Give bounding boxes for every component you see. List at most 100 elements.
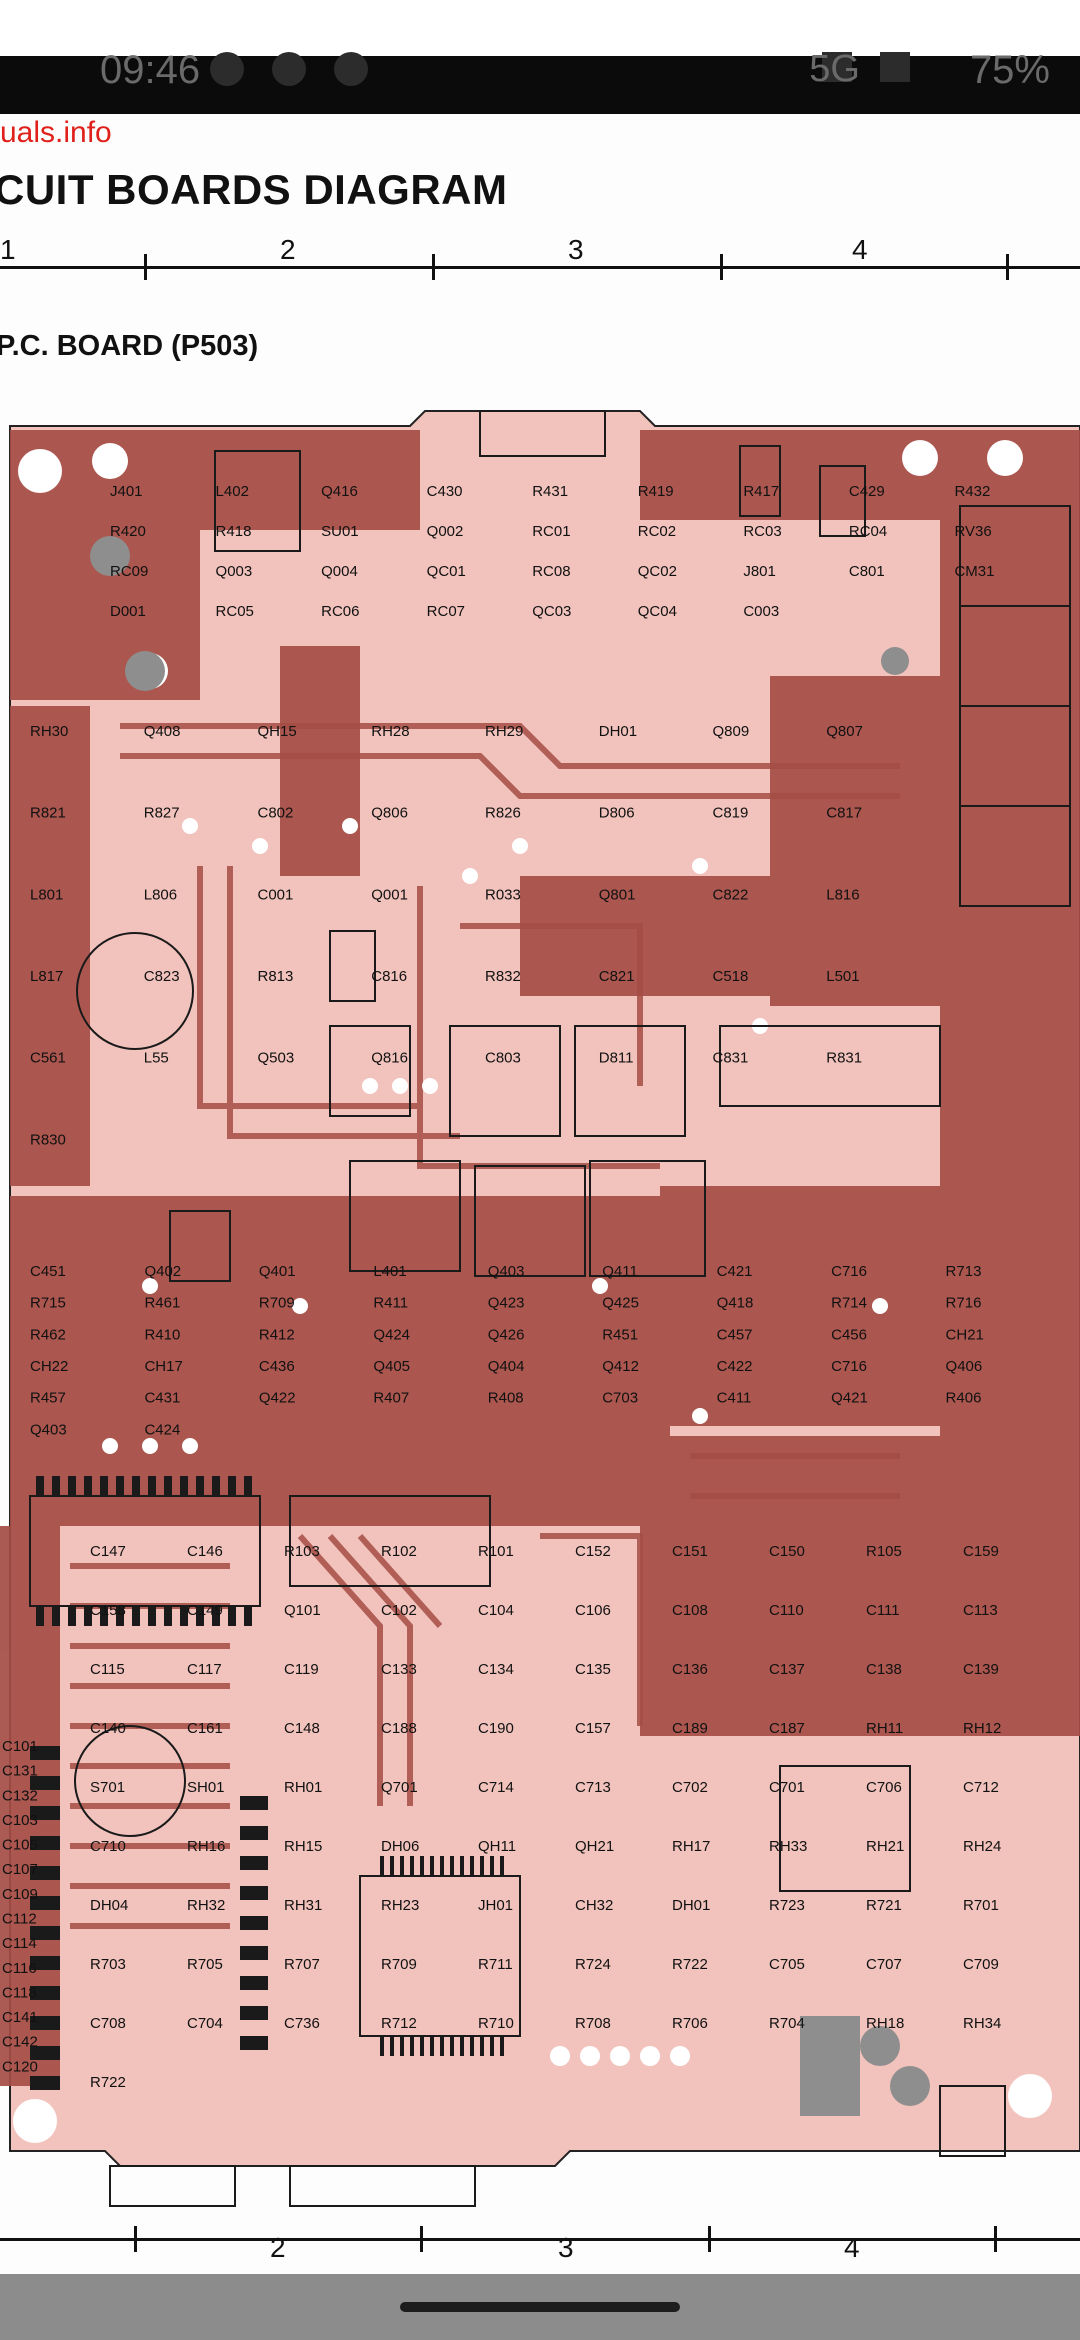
component-label: C188: [381, 1720, 417, 1737]
status-time: 09:46: [100, 48, 201, 92]
component-label: C823: [144, 968, 180, 985]
component-label: Q424: [373, 1326, 410, 1343]
component-label: C142: [2, 2034, 38, 2051]
component-label: C138: [866, 1661, 902, 1678]
component-label: C736: [284, 2015, 320, 2032]
component-label: C705: [769, 1956, 805, 1973]
component-label: DH01: [599, 723, 637, 740]
component-label: Q503: [258, 1050, 295, 1067]
component-label: R703: [90, 1956, 126, 1973]
component-label: RH32: [187, 1897, 225, 1914]
component-label: R708: [575, 2015, 611, 2032]
component-label: C801: [849, 563, 885, 580]
component-label: C704: [187, 2015, 223, 2032]
component-label: SH01: [187, 1779, 225, 1796]
component-label: DH04: [90, 1897, 128, 1914]
component-label: R832: [485, 968, 521, 985]
component-label: C133: [381, 1661, 417, 1678]
component-label: C108: [672, 1602, 708, 1619]
component-label: R711: [478, 1956, 513, 1973]
component-label: R417: [743, 483, 779, 500]
component-label: R406: [946, 1390, 982, 1407]
component-label: R407: [373, 1390, 409, 1407]
component-label: RH28: [371, 723, 409, 740]
component-label: L501: [826, 968, 859, 985]
component-label: C457: [717, 1326, 753, 1343]
component-label: R705: [187, 1956, 223, 1973]
component-label: C119: [284, 1661, 319, 1678]
grid-label-top-4: 4: [852, 234, 868, 265]
component-label: R457: [30, 1390, 66, 1407]
component-label: C819: [713, 805, 749, 822]
component-label: C120: [2, 2058, 38, 2075]
component-label: R714: [831, 1295, 867, 1312]
component-label: CH17: [144, 1358, 182, 1375]
component-label: D806: [599, 805, 635, 822]
component-label: Q003: [216, 563, 253, 580]
component-label: L801: [30, 886, 63, 903]
component-label: C456: [831, 1326, 867, 1343]
component-label: C821: [599, 968, 635, 985]
component-label: C113: [963, 1602, 998, 1619]
component-label: Q809: [713, 723, 750, 740]
component-label: R709: [381, 1956, 417, 1973]
component-label: R821: [30, 805, 66, 822]
component-label: C710: [90, 1838, 126, 1855]
component-label: R722: [672, 1956, 708, 1973]
component-label: CH21: [946, 1326, 984, 1343]
component-label: C709: [963, 1956, 999, 1973]
component-label: Q101: [284, 1602, 321, 1619]
component-label: DH06: [381, 1838, 419, 1855]
document-viewer[interactable]: uals.info CUIT BOARDS DIAGRAM 1 2 3 4 P.…: [0, 114, 1080, 2274]
component-label: C137: [769, 1661, 805, 1678]
component-label: R101: [478, 1543, 514, 1560]
top-strip: [0, 0, 1080, 56]
component-label: C102: [381, 1602, 417, 1619]
component-label: Q423: [488, 1295, 525, 1312]
component-label: JH01: [478, 1897, 513, 1914]
component-label: C430: [427, 483, 463, 500]
grid-ruler-top: [0, 254, 1080, 280]
component-label: R102: [381, 1543, 417, 1560]
component-label: R462: [30, 1326, 66, 1343]
component-label: C189: [672, 1720, 708, 1737]
component-label: Q426: [488, 1326, 525, 1343]
component-label: R701: [963, 1897, 999, 1914]
component-label: C104: [478, 1602, 514, 1619]
component-label: Q412: [602, 1358, 639, 1375]
component-label: Q401: [259, 1263, 296, 1280]
component-label: C111: [866, 1602, 900, 1619]
component-label: RC05: [216, 603, 254, 620]
component-label: RC08: [532, 563, 570, 580]
component-label: QH21: [575, 1838, 614, 1855]
component-label: RH31: [284, 1897, 322, 1914]
component-label: Q004: [321, 563, 358, 580]
component-label: C106: [575, 1602, 611, 1619]
component-label: RH15: [284, 1838, 322, 1855]
component-label: R827: [144, 805, 180, 822]
component-label: CM31: [954, 563, 994, 580]
component-label: R461: [144, 1295, 180, 1312]
component-label: RC04: [849, 523, 887, 540]
component-label: RH01: [284, 1779, 322, 1796]
home-gesture-handle[interactable]: [400, 2302, 680, 2312]
network-indicator: 5G: [809, 48, 860, 90]
component-label: R419: [638, 483, 674, 500]
component-label: QH11: [478, 1838, 516, 1855]
component-label: C101: [2, 1738, 38, 1755]
component-label: R707: [284, 1956, 320, 1973]
component-label: RC03: [743, 523, 781, 540]
page-title: CUIT BOARDS DIAGRAM: [0, 166, 508, 213]
component-label: Q403: [488, 1263, 525, 1280]
media-icon: [272, 52, 306, 86]
component-label: R451: [602, 1326, 638, 1343]
component-label: C159: [963, 1543, 999, 1560]
component-label: C136: [672, 1661, 708, 1678]
component-label: C135: [575, 1661, 611, 1678]
component-label: C131: [2, 1763, 38, 1780]
component-label: Q405: [373, 1358, 410, 1375]
component-label: Q408: [144, 723, 181, 740]
component-label: C714: [478, 1779, 514, 1796]
component-label: C701: [769, 1779, 805, 1796]
